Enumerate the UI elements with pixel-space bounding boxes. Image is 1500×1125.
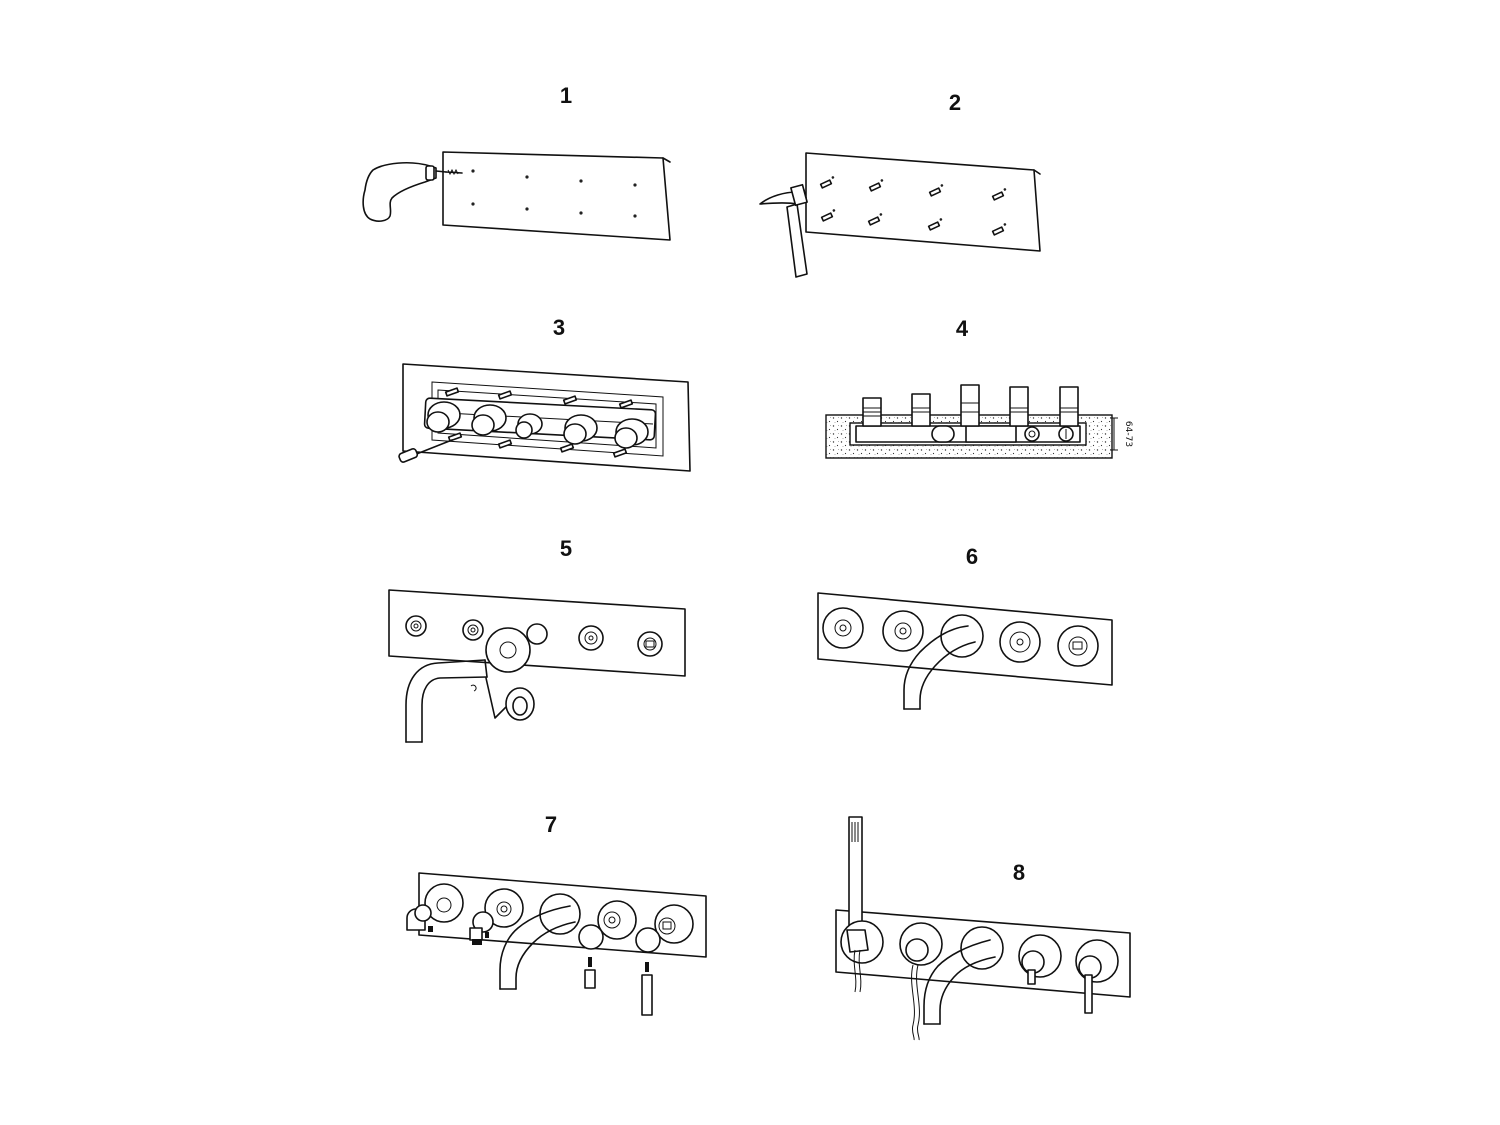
- step-1-number: 1: [560, 83, 572, 108]
- shower-hose: [911, 964, 920, 1041]
- step-1: 1: [362, 83, 671, 241]
- step-8: 8: [835, 816, 1131, 1041]
- valve-rosettes: [822, 607, 1099, 667]
- depth-dimension: 64-73: [1110, 417, 1133, 451]
- spout-icon: [405, 659, 488, 743]
- valve-stems: [862, 384, 1079, 427]
- shower-outlet: [406, 904, 433, 932]
- valve-handles: [899, 922, 1119, 1014]
- step-4-number: 4: [956, 316, 969, 341]
- spout-icon: [499, 893, 581, 990]
- step-6-number: 6: [966, 544, 978, 569]
- drill-holes: [471, 169, 637, 218]
- valve-cartridges: [426, 401, 649, 449]
- valve-rosettes: [424, 883, 694, 944]
- step-5: 5: [388, 536, 686, 743]
- step-8-number: 8: [1013, 860, 1025, 885]
- handles: [578, 924, 661, 1016]
- valve-stems: [405, 615, 663, 657]
- hand-shower-icon: [840, 816, 884, 993]
- step-5-number: 5: [560, 536, 572, 561]
- mixer-body-section: [855, 425, 1081, 443]
- step-6: 6: [817, 544, 1113, 710]
- wall-panel: [442, 151, 671, 241]
- step-4: 4 64-73: [825, 316, 1133, 459]
- tape-roll-icon: [485, 677, 535, 721]
- screwdriver-icon: [398, 439, 453, 463]
- step-3-number: 3: [553, 315, 565, 340]
- hammer-icon: [759, 183, 808, 278]
- step-3: 3: [398, 315, 691, 472]
- spout-icon: [923, 926, 1004, 1025]
- spout-flange: [485, 627, 531, 673]
- drill-icon: [362, 161, 463, 222]
- step-2: 2: [759, 90, 1041, 278]
- step-7: 7: [406, 812, 707, 1016]
- depth-dimension-label: 64-73: [1123, 421, 1133, 447]
- wall-plugs: [819, 176, 1007, 236]
- wall-panel: [805, 152, 1041, 252]
- wall-connector: [469, 911, 494, 945]
- fixing-screws: [444, 387, 634, 458]
- step-2-number: 2: [949, 90, 961, 115]
- spout-icon: [903, 614, 984, 710]
- step-7-number: 7: [545, 812, 557, 837]
